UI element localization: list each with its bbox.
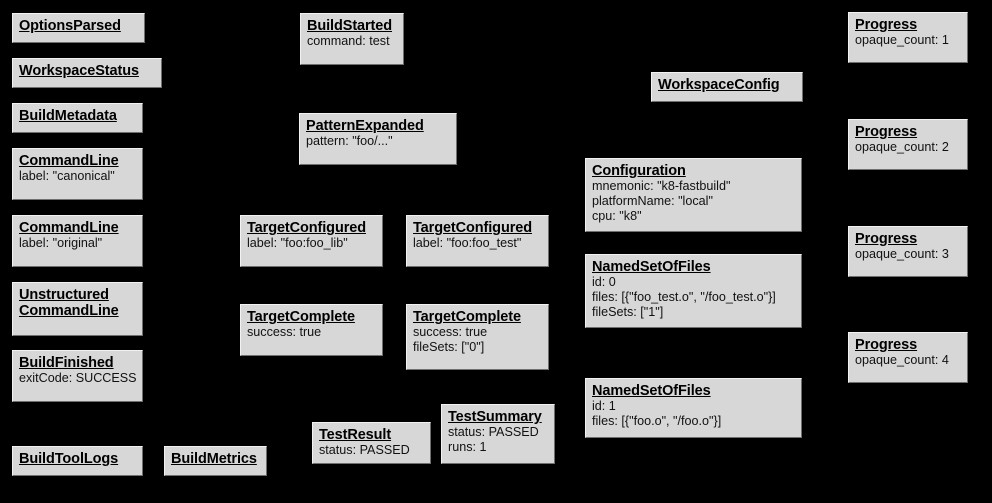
event-node-title: BuildMetadata [19, 108, 117, 124]
event-node-build-tool-logs[interactable]: BuildToolLogs [12, 446, 143, 476]
event-node-unstructured-cmdline[interactable]: Unstructured CommandLine [12, 282, 143, 336]
event-node-field: exitCode: SUCCESS [19, 371, 137, 385]
event-node-field: opaque_count: 4 [855, 353, 949, 367]
event-node-field: label: "canonical" [19, 169, 115, 183]
event-node-field: cpu: "k8" [592, 209, 642, 223]
event-node-title: PatternExpanded [306, 118, 424, 134]
event-node-workspace-config[interactable]: WorkspaceConfig [651, 72, 803, 102]
event-node-title: Progress [855, 124, 918, 140]
event-node-title: TargetConfigured [247, 220, 366, 236]
event-node-title: WorkspaceConfig [658, 77, 780, 93]
event-node-field: command: test [307, 34, 390, 48]
event-node-title: TargetComplete [247, 309, 355, 325]
event-node-title: Progress [855, 231, 918, 247]
event-node-field: status: PASSED [448, 425, 539, 439]
event-node-field: label: "original" [19, 236, 103, 250]
event-node-title: Progress [855, 337, 918, 353]
event-node-field: files: [{"foo.o", "/foo.o"}] [592, 414, 722, 428]
event-node-field: opaque_count: 3 [855, 247, 949, 261]
event-node-workspace-status[interactable]: WorkspaceStatus [12, 58, 162, 88]
event-node-options-parsed[interactable]: OptionsParsed [12, 13, 145, 43]
event-node-field: platformName: "local" [592, 194, 713, 208]
event-node-field: fileSets: ["1"] [592, 305, 664, 319]
event-node-field: label: "foo:foo_lib" [247, 236, 348, 250]
event-node-title: WorkspaceStatus [19, 63, 139, 79]
event-node-field: pattern: "foo/..." [306, 134, 393, 148]
event-node-title: CommandLine [19, 153, 119, 169]
event-node-field: opaque_count: 2 [855, 140, 949, 154]
event-node-title: NamedSetOfFiles [592, 259, 711, 275]
event-node-field: mnemonic: "k8-fastbuild" [592, 179, 731, 193]
event-node-title: BuildStarted [307, 18, 393, 34]
event-node-title: Unstructured CommandLine [19, 287, 119, 319]
event-node-build-metadata[interactable]: BuildMetadata [12, 103, 143, 133]
event-node-title: Configuration [592, 163, 686, 179]
event-node-title: CommandLine [19, 220, 119, 236]
event-node-field: files: [{"foo_test.o", "/foo_test.o"}] [592, 290, 776, 304]
event-node-field: success: true [247, 325, 322, 339]
event-node-field: opaque_count: 1 [855, 33, 949, 47]
event-node-field: label: "foo:foo_test" [413, 236, 522, 250]
event-node-title: TestResult [319, 427, 392, 443]
event-node-field: status: PASSED [319, 443, 410, 457]
event-node-field: fileSets: ["0"] [413, 340, 485, 354]
event-node-field: id: 0 [592, 275, 616, 289]
event-node-title: BuildMetrics [171, 451, 257, 467]
event-node-title: NamedSetOfFiles [592, 383, 711, 399]
event-node-field: id: 1 [592, 399, 616, 413]
event-node-title: Progress [855, 17, 918, 33]
event-node-field: success: true [413, 325, 488, 339]
event-node-title: BuildToolLogs [19, 451, 119, 467]
event-node-field: runs: 1 [448, 440, 487, 454]
event-node-title: BuildFinished [19, 355, 114, 371]
event-node-title: OptionsParsed [19, 18, 121, 34]
event-node-title: TargetConfigured [413, 220, 532, 236]
event-node-title: TargetComplete [413, 309, 521, 325]
event-node-build-metrics[interactable]: BuildMetrics [164, 446, 267, 476]
event-node-title: TestSummary [448, 409, 542, 425]
